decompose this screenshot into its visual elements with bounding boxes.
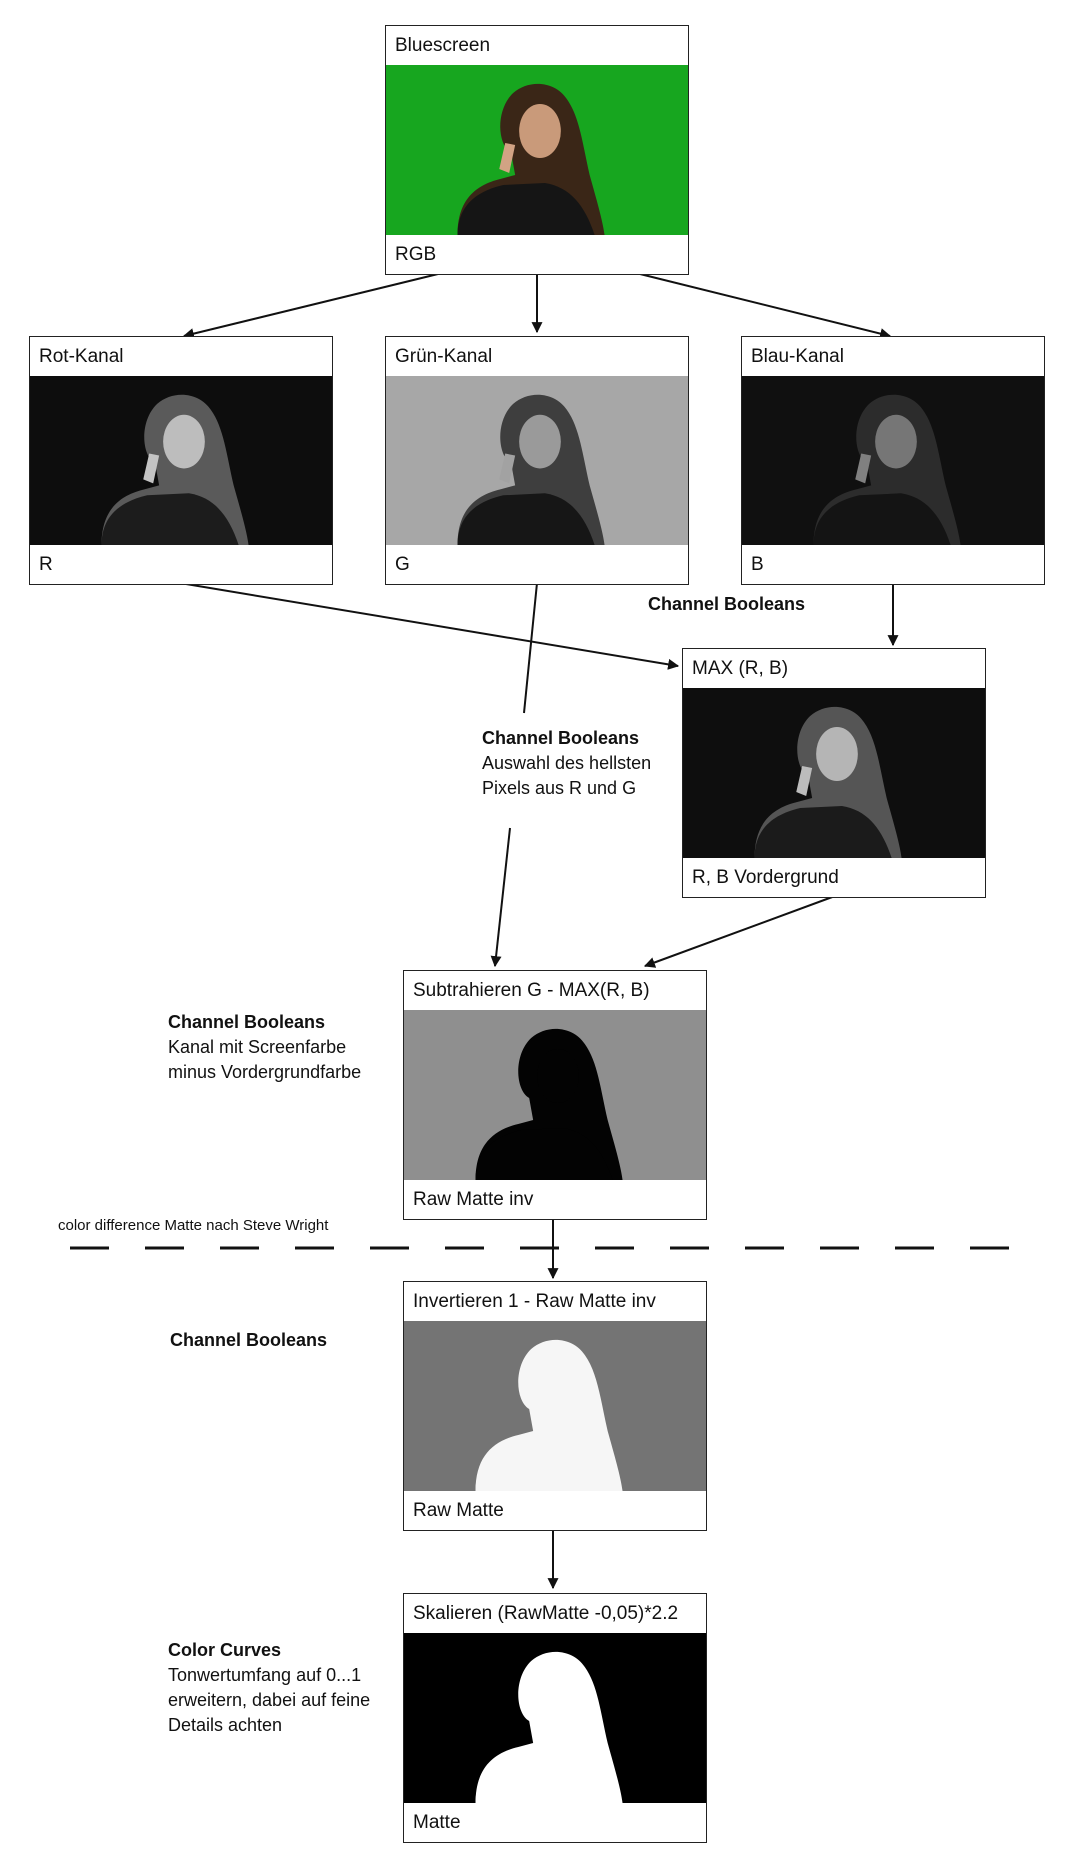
node-label: R, B Vordergrund (692, 867, 839, 888)
annotation-line: Auswahl des hellsten (482, 753, 652, 773)
node-label: G (395, 554, 410, 575)
node-label: R (39, 554, 53, 575)
annotation-channel-booleans-top: Channel Booleans (648, 592, 805, 617)
annotation-channel-booleans-mid: Channel Booleans Auswahl des hellsten Pi… (482, 726, 651, 801)
annotation-line: Tonwertumfang auf 0...1 (168, 1665, 362, 1685)
annotation-line: Pixels aus R und G (482, 778, 637, 798)
annotation-line: Kanal mit Screenfarbe (168, 1037, 347, 1057)
annotation-line: minus Vordergrundfarbe (168, 1062, 362, 1082)
node-title: MAX (R, B) (692, 658, 789, 679)
separator-note: color difference Matte nach Steve Wright (58, 1217, 329, 1234)
node-label: B (751, 554, 764, 575)
arrow-rgb-to-blue (639, 273, 892, 339)
node-title: Blau-Kanal (751, 346, 844, 367)
annotation-heading: Color Curves (168, 1640, 282, 1660)
matte-thumbnail (404, 1633, 706, 1803)
raw-matte-inv-thumbnail (404, 1010, 706, 1180)
node-label: RGB (395, 244, 437, 265)
raw-matte-thumbnail (404, 1321, 706, 1491)
annotation-heading: Channel Booleans (168, 1012, 326, 1032)
node-label: Raw Matte (413, 1500, 504, 1521)
node-green-channel: Grün-Kanal G (385, 336, 689, 585)
node-title: Rot-Kanal (39, 346, 124, 367)
node-subtract: Subtrahieren G - MAX(R, B) Raw Matte inv (403, 970, 707, 1220)
arrow-rgb-to-red (182, 273, 439, 339)
annotation-channel-booleans-invert: Channel Booleans (170, 1328, 327, 1353)
annotation-channel-booleans-subtract: Channel Booleans Kanal mit Screenfarbe m… (168, 1010, 361, 1085)
bluescreen-thumbnail (386, 65, 688, 235)
arrow-red-to-max (179, 582, 680, 670)
node-title: Grün-Kanal (395, 346, 493, 367)
annotation-heading: Channel Booleans (648, 594, 806, 614)
node-bluescreen: Bluescreen RGB (385, 25, 689, 275)
annotation-color-curves: Color Curves Tonwertumfang auf 0...1 erw… (168, 1638, 370, 1738)
node-title: Subtrahieren G - MAX(R, B) (413, 980, 650, 1001)
annotation-heading: Channel Booleans (170, 1330, 328, 1350)
node-blue-channel: Blau-Kanal B (741, 336, 1045, 585)
blue-channel-thumbnail (742, 376, 1044, 545)
red-channel-thumbnail (30, 376, 332, 545)
line-green-down (523, 582, 538, 714)
arrow-green-to-subtract (490, 827, 511, 968)
green-channel-thumbnail (386, 376, 688, 545)
annotation-line: erweitern, dabei auf feine (168, 1690, 371, 1710)
node-invert: Invertieren 1 - Raw Matte inv Raw Matte (403, 1281, 707, 1531)
node-max: MAX (R, B) R, B Vordergrund (682, 648, 986, 898)
node-scale: Skalieren (RawMatte -0,05)*2.2 Matte (403, 1593, 707, 1843)
arrow-max-to-subtract (643, 895, 836, 968)
node-label: Matte (413, 1812, 461, 1833)
node-red-channel: Rot-Kanal R (29, 336, 333, 585)
max-thumbnail (683, 688, 985, 858)
node-label: Raw Matte inv (413, 1189, 534, 1210)
node-title: Invertieren 1 - Raw Matte inv (413, 1291, 656, 1312)
annotation-line: Details achten (168, 1715, 283, 1735)
annotation-heading: Channel Booleans (482, 728, 640, 748)
node-title: Skalieren (RawMatte -0,05)*2.2 (413, 1603, 679, 1624)
node-title: Bluescreen (395, 35, 491, 56)
